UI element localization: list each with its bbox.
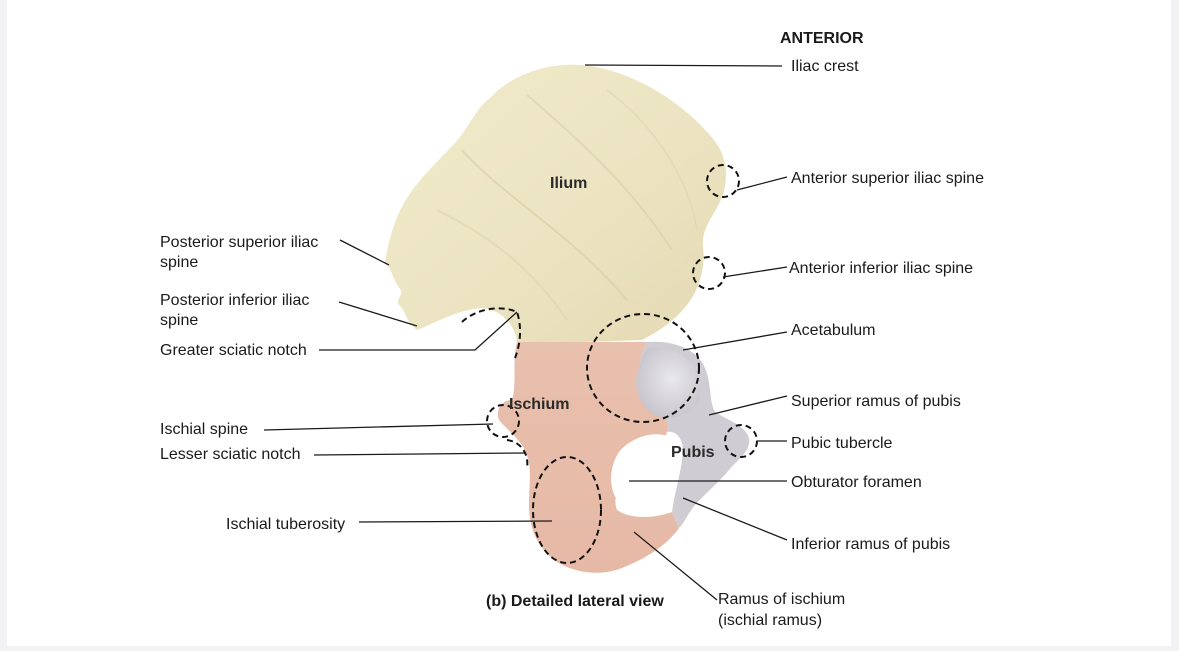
aiis-leader: [722, 266, 788, 278]
piis-leader: [338, 301, 418, 327]
greater-sciatic-notch-leader: [319, 311, 518, 351]
figure-caption: (b) Detailed lateral view: [486, 593, 664, 610]
ilium-texture: [461, 149, 628, 301]
hip-bone-diagram: Ilium Ischium Pubis ANTERIOR Iliac crest…: [160, 30, 984, 629]
pubis-label: Pubis: [671, 444, 715, 461]
piis-label-line1: Posterior inferior iliac: [160, 292, 309, 309]
ilium-label: Ilium: [550, 175, 587, 192]
ramus-ischium-label-line2: (ischial ramus): [718, 612, 822, 629]
asis-label: Anterior superior iliac spine: [791, 170, 984, 187]
orientation-label: ANTERIOR: [780, 30, 864, 47]
ilium-texture: [436, 209, 568, 321]
ilium-texture: [606, 89, 698, 231]
aiis-dashed-outline: [692, 256, 726, 290]
superior-ramus-label: Superior ramus of pubis: [791, 393, 961, 410]
obturator-foramen-label: Obturator foramen: [791, 474, 922, 491]
superior-ramus-leader: [708, 395, 788, 416]
asis-leader: [736, 176, 788, 191]
ischial-tuberosity-dashed-outline: [532, 456, 602, 564]
ischial-spine-leader: [263, 423, 494, 431]
ilium-shape: [385, 64, 727, 342]
inferior-ramus-leader: [682, 497, 788, 541]
psis-label-line2: spine: [160, 254, 198, 271]
iliac-crest-leader: [584, 64, 783, 67]
greater-sciatic-notch-dashed-outline: [461, 307, 522, 359]
aiis-label: Anterior inferior iliac spine: [789, 260, 973, 277]
lesser-sciatic-notch-label: Lesser sciatic notch: [160, 446, 301, 463]
ischial-spine-label: Ischial spine: [160, 421, 248, 438]
ramus-ischium-leader: [633, 531, 718, 601]
inferior-ramus-label: Inferior ramus of pubis: [791, 536, 950, 553]
pubic-tubercle-label: Pubic tubercle: [791, 435, 892, 452]
iliac-crest-label: Iliac crest: [791, 58, 859, 75]
acetabulum-dashed-outline: [586, 313, 700, 423]
psis-label-line1: Posterior superior iliac: [160, 234, 318, 251]
ischial-tuberosity-label: Ischial tuberosity: [226, 516, 345, 533]
figure-canvas: Ilium Ischium Pubis ANTERIOR Iliac crest…: [7, 0, 1171, 646]
ischium-shape: [497, 342, 679, 573]
ischial-spine-dashed-outline: [486, 404, 520, 438]
acetabulum-label: Acetabulum: [791, 322, 876, 339]
greater-sciatic-notch-label: Greater sciatic notch: [160, 342, 307, 359]
ischial-tuberosity-leader: [358, 520, 553, 523]
lesser-sciatic-notch-leader: [313, 452, 526, 456]
asis-dashed-outline: [706, 164, 740, 198]
acetabulum-surface: [636, 347, 702, 418]
ischium-label: Ischium: [509, 396, 569, 413]
psis-leader: [339, 239, 390, 266]
ilium-texture: [526, 94, 673, 251]
obturator-foramen-hole: [611, 434, 680, 511]
piis-label-line2: spine: [160, 312, 198, 329]
lesser-sciatic-notch-dashed-outline: [506, 439, 529, 469]
ramus-ischium-label-line1: Ramus of ischium: [718, 591, 845, 608]
acetabulum-leader: [682, 331, 788, 351]
